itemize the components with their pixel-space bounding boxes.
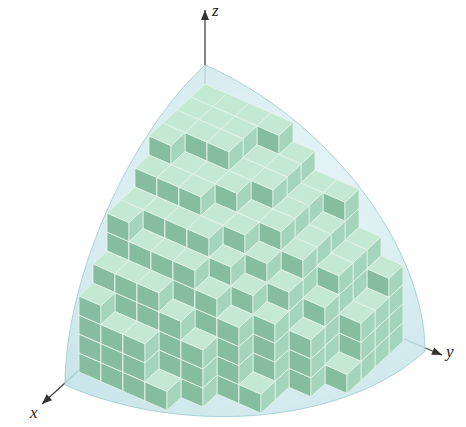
cube-face (257, 113, 293, 136)
cube-face (145, 369, 181, 392)
cube-face (137, 270, 173, 293)
cube-face (223, 212, 259, 235)
cube-face (107, 200, 143, 223)
cube-face (259, 209, 295, 232)
axis-label: y (446, 343, 454, 360)
cube-face (367, 256, 403, 279)
cube-face (159, 299, 195, 322)
cube-face (289, 317, 325, 340)
arrowhead (201, 10, 209, 20)
cube-face (253, 302, 289, 325)
cube-face (173, 248, 209, 271)
cube-face (207, 129, 243, 152)
sphere-surface (65, 65, 425, 417)
cube-face (217, 305, 253, 328)
cube-face (325, 352, 361, 375)
cube-face (339, 301, 375, 324)
cube-face (281, 238, 317, 261)
arrowhead (431, 347, 442, 355)
sphere-octant (65, 65, 425, 417)
cube-face (181, 327, 217, 350)
cube-face (231, 273, 267, 296)
cube-face (267, 270, 303, 293)
cube-face (245, 241, 281, 264)
cube-face (123, 321, 159, 344)
cube-face (79, 283, 115, 306)
cube-face (215, 171, 251, 194)
cube-face (303, 285, 339, 308)
axes (42, 10, 442, 404)
cube-face (209, 244, 245, 267)
cube-face (239, 372, 275, 395)
cube-face (187, 216, 223, 239)
cube-face (317, 253, 353, 276)
cube-face (149, 123, 185, 146)
arrowhead (42, 394, 52, 404)
axis-label: z (212, 2, 219, 19)
cube-face (251, 167, 287, 190)
cube-face (179, 174, 215, 197)
cube-face (323, 180, 359, 203)
axis-label: x (30, 404, 38, 421)
cube-face (195, 276, 231, 299)
cube-stack (79, 84, 403, 413)
